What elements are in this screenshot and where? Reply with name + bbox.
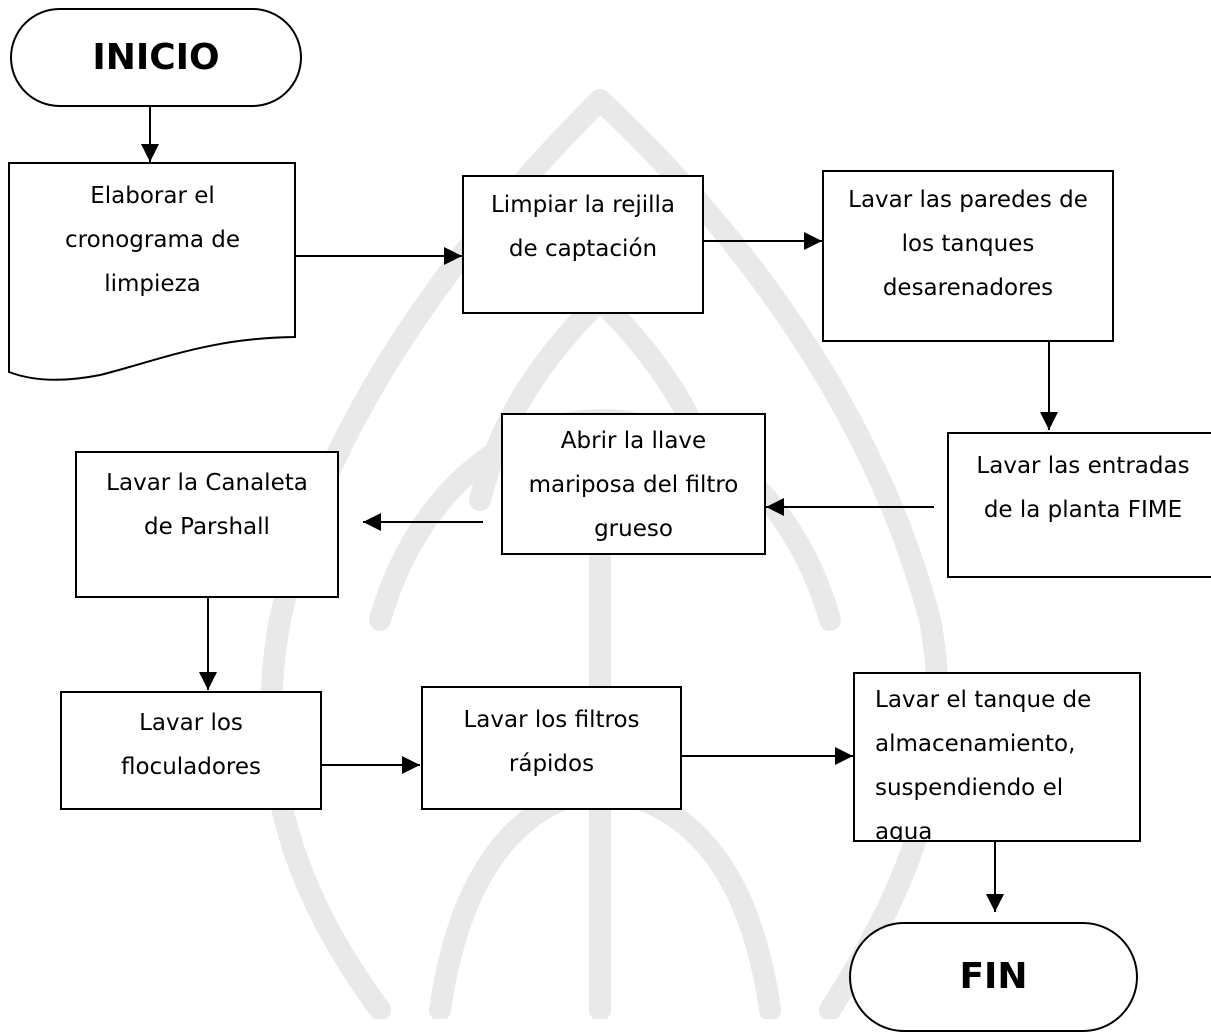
step-lavar-floculadores-label: Lavar los floculadores — [120, 710, 262, 780]
step-lavar-canaleta-parshall-label: Lavar la Canaleta de Parshall — [106, 470, 308, 540]
step-lavar-tanque-almacenamiento-label: Lavar el tanque de almacenamiento, suspe… — [875, 687, 1092, 842]
step-lavar-floculadores: Lavar los floculadores — [60, 691, 322, 810]
document-shape — [8, 162, 296, 381]
step-lavar-filtros-rapidos: Lavar los filtros rápidos — [421, 686, 682, 810]
step-lavar-canaleta-parshall: Lavar la Canaleta de Parshall — [75, 451, 339, 598]
end-terminal: FIN — [849, 922, 1138, 1032]
step-lavar-paredes-tanques-label: Lavar las paredes de los tanques desaren… — [848, 187, 1088, 301]
start-label: INICIO — [92, 36, 220, 78]
step-abrir-llave-mariposa-label: Abrir la llave mariposa del filtro grues… — [528, 428, 739, 542]
step-lavar-filtros-rapidos-label: Lavar los filtros rápidos — [463, 707, 640, 777]
step-lavar-tanque-almacenamiento: Lavar el tanque de almacenamiento, suspe… — [853, 672, 1141, 842]
step-limpiar-rejilla: Limpiar la rejilla de captación — [462, 175, 704, 314]
step-abrir-llave-mariposa: Abrir la llave mariposa del filtro grues… — [501, 413, 766, 555]
end-label: FIN — [959, 956, 1028, 997]
step-elaborar-cronograma: Elaborar el cronograma de limpieza — [64, 183, 241, 297]
start-terminal: INICIO — [10, 8, 302, 107]
step-lavar-entradas-fime: Lavar las entradas de la planta FIME — [947, 432, 1211, 578]
step-lavar-entradas-fime-label: Lavar las entradas de la planta FIME — [976, 453, 1190, 523]
step-lavar-paredes-tanques: Lavar las paredes de los tanques desaren… — [822, 170, 1114, 342]
step-limpiar-rejilla-label: Limpiar la rejilla de captación — [490, 192, 675, 262]
